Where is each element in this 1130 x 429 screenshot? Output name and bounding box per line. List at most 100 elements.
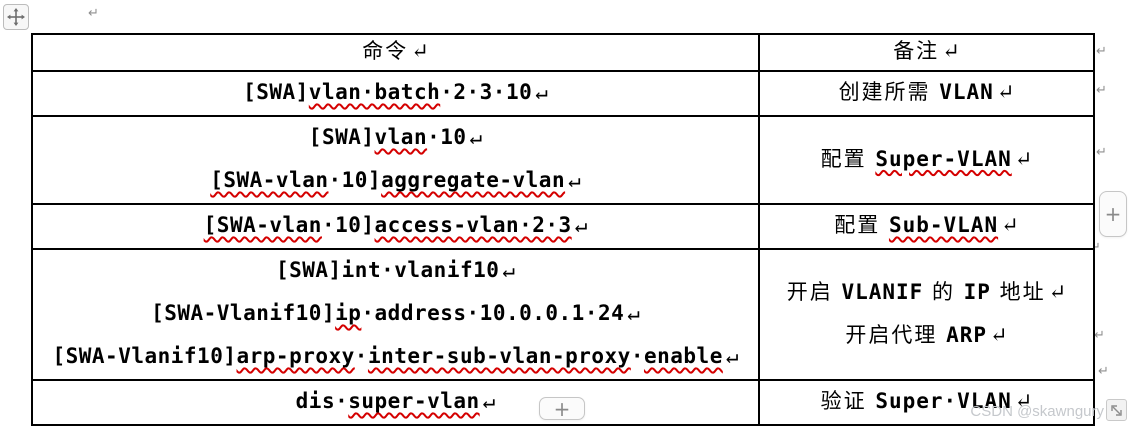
end-of-row-mark: ↵ <box>1096 145 1107 160</box>
paragraph-mark: ↵ <box>1014 146 1033 171</box>
command-cell[interactable]: [SWA]int·vlanif10↵[SWA-Vlanif10]ip·addre… <box>31 248 760 381</box>
command-cell[interactable]: [SWA]vlan·10↵[SWA-vlan·10]aggregate-vlan… <box>31 115 760 205</box>
paragraph-mark: ↵ <box>574 213 588 237</box>
note-cell[interactable]: 开启 VLANIF 的 IP 地址↵开启代理 ARP↵ <box>758 248 1095 381</box>
text-segment: IP <box>963 279 991 304</box>
text-segment: 备注 <box>893 39 940 63</box>
command-cell[interactable]: dis·super-vlan↵ <box>31 379 760 426</box>
text-segment: · <box>354 344 368 368</box>
text-segment: ·address·10.0.0.1·24 <box>361 301 625 325</box>
end-of-row-mark: ↵ <box>1096 83 1107 98</box>
text-segment: 地址 <box>990 279 1046 304</box>
text-segment: dis· <box>295 389 349 413</box>
text-segment: vlan <box>374 125 428 149</box>
text-segment: 的 <box>923 279 964 304</box>
paragraph-mark: ↵ <box>411 39 429 63</box>
paragraph-mark: ↵ <box>482 389 496 413</box>
paragraph-mark: ↵ <box>535 80 548 104</box>
note-cell[interactable]: 创建所需 VLAN↵ <box>758 70 1095 117</box>
paragraph-mark: ↵ <box>1014 389 1033 413</box>
text-segment: · <box>630 344 644 368</box>
table-resize-handle[interactable] <box>1106 399 1127 421</box>
text-segment: aggregate-vlan <box>381 168 566 192</box>
text-segment: [SWA]int·vlanif10 <box>275 258 500 282</box>
watermark: CSDN @skawngury <box>970 403 1104 420</box>
end-of-row-mark: ↵ <box>1096 44 1107 59</box>
text-line: [SWA-vlan·10]access-vlan·2·3↵ <box>34 206 757 247</box>
command-cell[interactable]: [SWA-vlan·10]access-vlan·2·3↵ <box>31 203 760 250</box>
text-segment: [SWA-Vlanif10] <box>151 301 336 325</box>
text-segment: [SWA] <box>308 125 375 149</box>
paragraph-mark: ↵ <box>1048 279 1067 304</box>
end-of-row-mark: ↵ <box>1094 328 1105 343</box>
note-cell[interactable]: 验证 Super·VLAN↵ <box>758 379 1095 426</box>
text-segment: ·2·3·10 <box>440 80 533 104</box>
paragraph-mark: ↵ <box>942 39 960 63</box>
header-cell-command[interactable]: 命令↵ <box>31 33 760 72</box>
text-segment: arp-proxy <box>236 344 355 368</box>
text-line: 开启 VLANIF 的 IP 地址↵ <box>761 272 1092 315</box>
note-cell[interactable]: 配置 Sub-VLAN↵ <box>758 203 1095 250</box>
text-line: 配置 Sub-VLAN↵ <box>761 206 1092 247</box>
text-segment: access-vlan·2·3 <box>374 213 572 237</box>
text-segment: VLAN <box>939 80 994 104</box>
text-line: [SWA-Vlanif10]arp-proxy·inter-sub-vlan-p… <box>34 336 757 378</box>
text-segment: ARP <box>946 322 987 347</box>
text-segment: super-vlan <box>348 389 480 413</box>
text-segment: 配置 <box>820 146 876 171</box>
text-segment: [SWA-Vlanif10] <box>52 344 237 368</box>
text-line: [SWA]vlan·batch·2·3·10↵ <box>34 73 757 114</box>
text-line: [SWA]int·vlanif10↵ <box>34 251 757 293</box>
paragraph-mark: ↵ <box>88 6 99 21</box>
paragraph-mark: ↵ <box>627 301 640 325</box>
text-line: [SWA-Vlanif10]ip·address·10.0.0.1·24↵ <box>34 293 757 336</box>
text-segment: 创建所需 <box>838 80 940 104</box>
text-segment: [SWA-vlan <box>210 168 329 192</box>
text-segment: enable <box>643 344 723 368</box>
text-line: 验证 Super·VLAN↵ <box>761 382 1092 423</box>
command-cell[interactable]: [SWA]vlan·batch·2·3·10↵ <box>31 70 760 117</box>
text-line: 备注↵ <box>761 36 1092 69</box>
text-segment: ·10] <box>321 213 375 237</box>
text-segment: ·10 <box>427 125 467 149</box>
text-line: [SWA]vlan·10↵ <box>34 118 757 160</box>
text-line: dis·super-vlan↵ <box>34 382 757 423</box>
paragraph-mark: ↵ <box>568 168 581 192</box>
text-segment: 命令 <box>362 39 409 63</box>
text-segment: Sub-VLAN <box>888 213 999 237</box>
text-segment: inter-sub-vlan-proxy <box>367 344 631 368</box>
header-cell-note[interactable]: 备注↵ <box>758 33 1095 72</box>
text-line: 开启代理 ARP↵ <box>761 315 1092 358</box>
text-segment: vlan·batch <box>308 80 441 104</box>
move-cross-icon <box>7 8 25 26</box>
paragraph-mark: ↵ <box>502 258 516 282</box>
paragraph-mark: ↵ <box>469 125 483 149</box>
text-segment: Super-VLAN <box>875 146 1012 171</box>
paragraph-mark: ↵ <box>996 80 1015 104</box>
text-segment: 开启 <box>786 279 842 304</box>
add-row-button[interactable]: + <box>539 397 585 421</box>
add-column-button[interactable]: + <box>1099 191 1127 237</box>
paragraph-mark: ↵ <box>725 344 739 368</box>
note-cell[interactable]: 配置 Super-VLAN↵ <box>758 115 1095 205</box>
text-segment: 开启代理 <box>845 322 947 347</box>
text-segment: [SWA] <box>243 80 309 104</box>
command-table: 命令↵ 备注↵ [SWA]vlan·batch·2·3·10↵ 创建所需 VLA… <box>31 33 1095 426</box>
end-of-row-mark: ↵ <box>1090 240 1101 255</box>
text-line: 配置 Super-VLAN↵ <box>761 139 1092 182</box>
diagonal-resize-icon <box>1111 404 1122 416</box>
text-segment: ip <box>335 301 362 325</box>
paragraph-mark: ↵ <box>990 322 1008 347</box>
text-segment: VLANIF <box>841 279 924 304</box>
text-line: 创建所需 VLAN↵ <box>761 73 1092 114</box>
text-segment: 验证 <box>820 389 876 413</box>
end-of-row-mark: ↵ <box>1098 364 1109 379</box>
text-segment: 配置 <box>834 213 889 237</box>
text-line: [SWA-vlan·10]aggregate-vlan↵ <box>34 160 757 202</box>
text-segment: ·10] <box>328 168 382 192</box>
text-segment: Super·VLAN <box>875 389 1012 413</box>
text-line: 命令↵ <box>34 36 757 69</box>
paragraph-mark: ↵ <box>1001 213 1019 237</box>
table-move-handle[interactable] <box>3 4 29 30</box>
text-segment: [SWA-vlan <box>203 213 322 237</box>
